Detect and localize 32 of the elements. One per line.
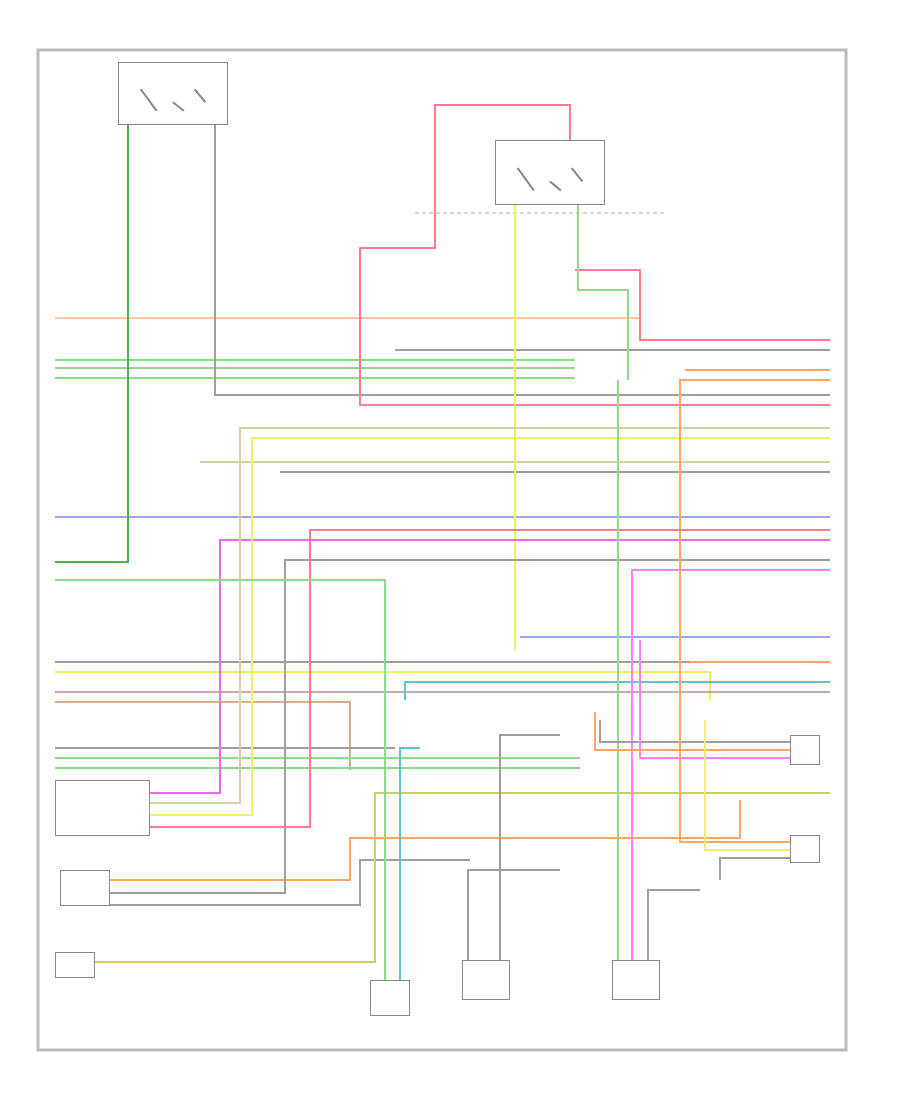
sensor-component	[612, 960, 660, 1000]
connector-block	[55, 780, 150, 836]
wire	[631, 569, 831, 961]
wire	[647, 889, 701, 961]
wire	[594, 711, 791, 751]
wire	[214, 124, 831, 396]
connector-block	[790, 735, 820, 765]
sensor-component	[462, 960, 510, 1000]
connector-block	[790, 835, 820, 863]
wire	[599, 719, 791, 743]
solenoid-component	[55, 952, 95, 978]
wire	[499, 734, 561, 961]
wire	[54, 579, 386, 981]
wire	[54, 124, 129, 563]
wire	[704, 719, 791, 851]
wire	[467, 869, 561, 961]
wire	[719, 857, 791, 881]
wire	[109, 859, 471, 906]
wire	[109, 559, 831, 894]
wire	[577, 204, 629, 381]
wire	[399, 747, 421, 981]
wire	[639, 639, 791, 759]
sensor-component	[60, 870, 110, 906]
sensor-component	[370, 980, 410, 1016]
wire	[359, 104, 831, 406]
relay-component	[495, 140, 605, 205]
switch-component	[118, 62, 228, 125]
wire	[514, 204, 516, 651]
wire	[679, 379, 831, 843]
wire	[617, 379, 619, 961]
wire	[109, 799, 741, 881]
wire	[94, 792, 831, 963]
